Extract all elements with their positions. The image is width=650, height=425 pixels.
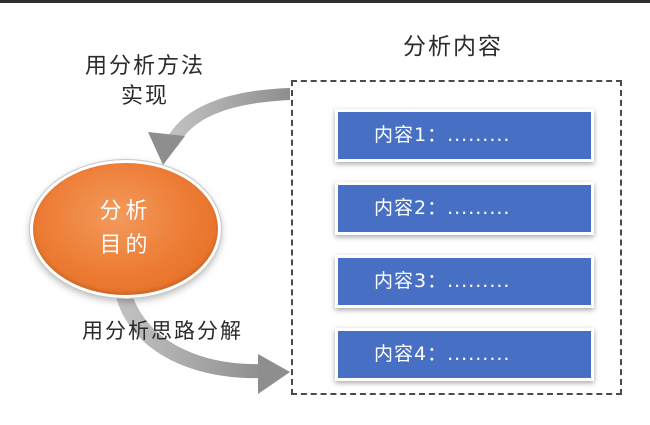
content-item-4: 内容4：......... [335, 328, 594, 381]
top-curved-arrow [166, 88, 290, 146]
content-item-1: 内容1：......... [335, 109, 594, 162]
content-list: 内容1：......... 内容2：......... 内容3：........… [335, 109, 594, 401]
content-title: 分析内容 [403, 34, 503, 60]
goal-text: 分析 目的 [33, 195, 218, 263]
content-item-2: 内容2：......... [335, 182, 594, 235]
method-caption-line-2: 实现 [120, 84, 169, 109]
goal-line-1: 分析 [99, 199, 152, 224]
top-arrow-head [148, 132, 185, 165]
method-caption: 用分析方法 实现 [60, 52, 230, 112]
method-caption-line-1: 用分析方法 [84, 54, 205, 79]
content-item-3: 内容3：......... [335, 255, 594, 308]
top-divider [0, 0, 650, 3]
decompose-caption: 用分析思路分解 [82, 319, 243, 343]
content-frame [291, 80, 622, 395]
bottom-curved-arrow [115, 291, 262, 379]
bottom-arrow-head [258, 354, 290, 394]
analysis-goal-circle: 分析 目的 [29, 159, 222, 299]
goal-line-2: 目的 [99, 233, 152, 258]
